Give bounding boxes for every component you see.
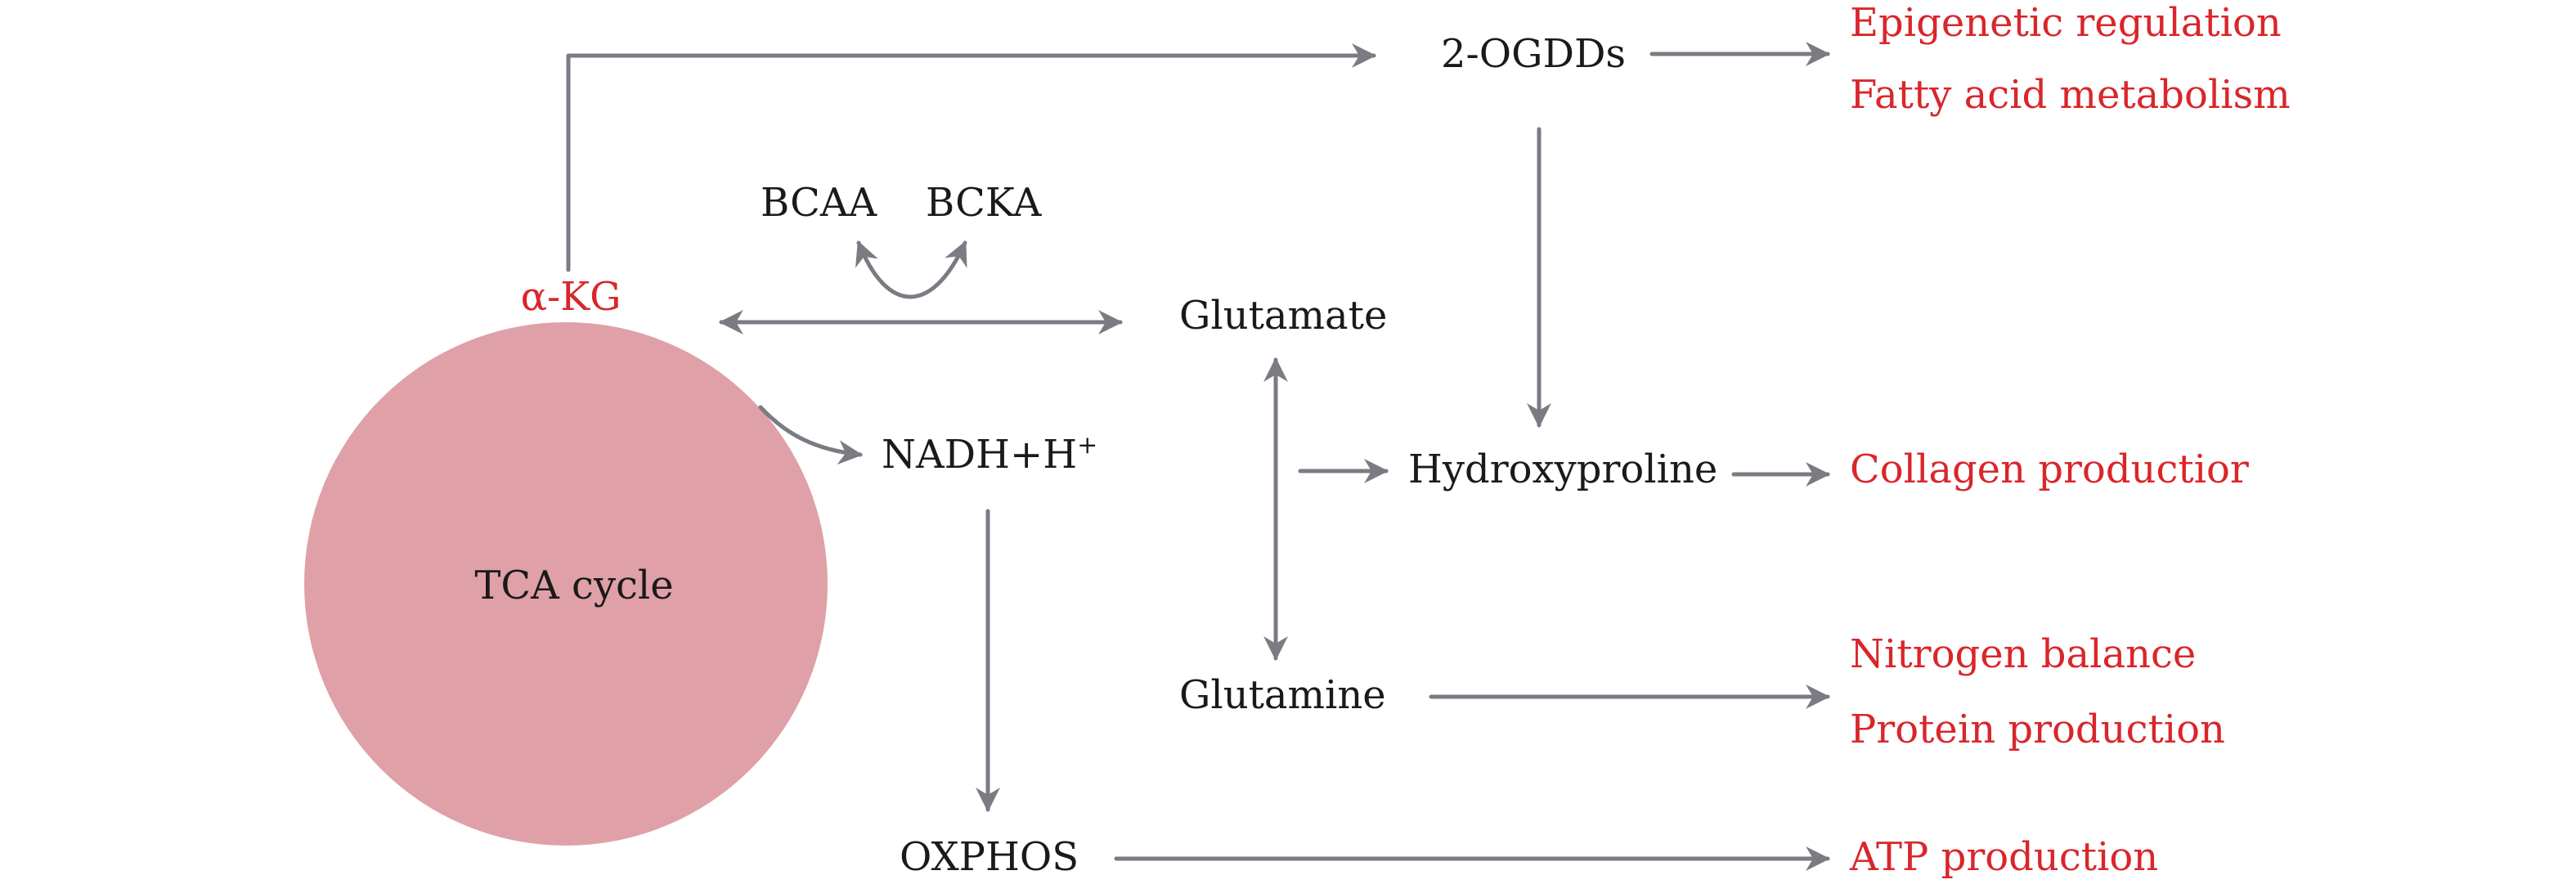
- tca-cycle-label: TCA cycle: [474, 563, 673, 608]
- outcome-nitrogen-balance: Nitrogen balance: [1850, 631, 2196, 677]
- arrow-tca-to-nadh: [758, 405, 863, 465]
- node-glutamine: Glutamine: [1179, 672, 1386, 718]
- node-oxphos: OXPHOS: [900, 834, 1079, 880]
- node-2-ogdds: 2-OGDDs: [1441, 31, 1626, 77]
- outcome-epigenetic-regulation: Epigenetic regulation: [1850, 0, 2282, 46]
- outcome-atp-production: ATP production: [1849, 834, 2158, 880]
- outcome-collagen-production: Collagen productior: [1850, 446, 2249, 492]
- node-glutamate: Glutamate: [1179, 293, 1387, 339]
- nadh-text: NADH+H: [882, 432, 1077, 478]
- node-bcka: BCKA: [926, 180, 1043, 226]
- outcome-protein-production: Protein production: [1850, 707, 2225, 752]
- node-nadh: NADH+H+: [882, 431, 1097, 478]
- alpha-kg-label: α-KG: [521, 274, 622, 320]
- tca-cycle-circle: [304, 322, 828, 846]
- node-bcaa: BCAA: [761, 180, 878, 226]
- nadh-superscript: +: [1077, 431, 1097, 460]
- outcome-fatty-acid-metabolism: Fatty acid metabolism: [1850, 72, 2291, 118]
- arrow-bcaa-bcka-exchange: [855, 240, 967, 299]
- node-hydroxyproline: Hydroxyproline: [1408, 446, 1717, 492]
- arrow-alpha-kg-to-2-ogdds: [566, 43, 1376, 272]
